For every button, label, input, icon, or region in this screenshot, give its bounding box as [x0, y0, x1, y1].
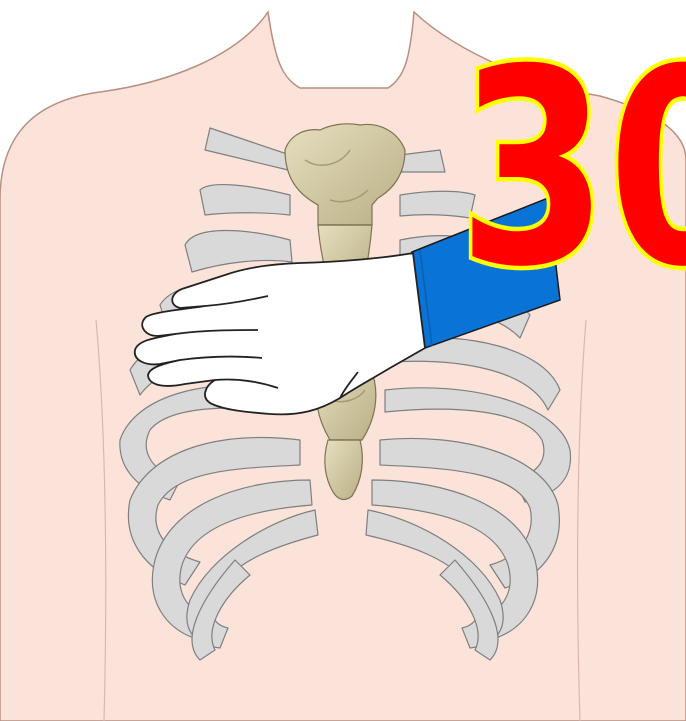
compression-count: 30 [458, 11, 686, 326]
